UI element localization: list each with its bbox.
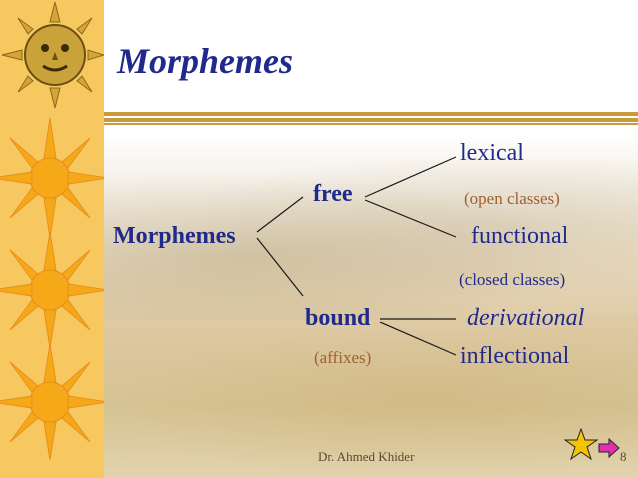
connector-bound-inflectional (379, 321, 457, 356)
title-underline (104, 112, 638, 126)
root-node-morphemes: Morphemes (113, 223, 236, 249)
sun-icon (0, 117, 104, 239)
node-bound: bound (305, 305, 371, 331)
connector-free-lexical (364, 156, 457, 198)
footer-author: Dr. Ahmed Khider (318, 449, 415, 464)
label-affixes: (affixes) (314, 348, 372, 367)
node-derivational: derivational (467, 305, 585, 331)
label-closed-classes: (closed classes) (459, 270, 566, 289)
sun-face-icon (1, 1, 104, 109)
slide-background (104, 0, 638, 478)
connector-root-free (256, 196, 304, 233)
connector-free-functional (364, 199, 457, 238)
sun-pattern (0, 1, 104, 461)
slide-navigation (564, 428, 620, 461)
node-free: free (313, 181, 353, 207)
node-lexical: lexical (460, 140, 524, 166)
sun-icon (0, 343, 104, 461)
landscape-haze (104, 160, 638, 320)
connector-root-bound (256, 237, 304, 297)
sun-icon (0, 231, 104, 349)
node-inflectional: inflectional (460, 343, 570, 369)
star-icon[interactable] (564, 428, 599, 461)
page-number: 8 (620, 449, 627, 464)
label-open-classes: (open classes) (464, 189, 560, 208)
landscape-haze (104, 330, 638, 478)
sun-sidebar (0, 0, 104, 478)
slide-title: Morphemes (117, 41, 294, 81)
next-arrow-icon[interactable] (598, 437, 620, 459)
node-functional: functional (471, 223, 569, 249)
